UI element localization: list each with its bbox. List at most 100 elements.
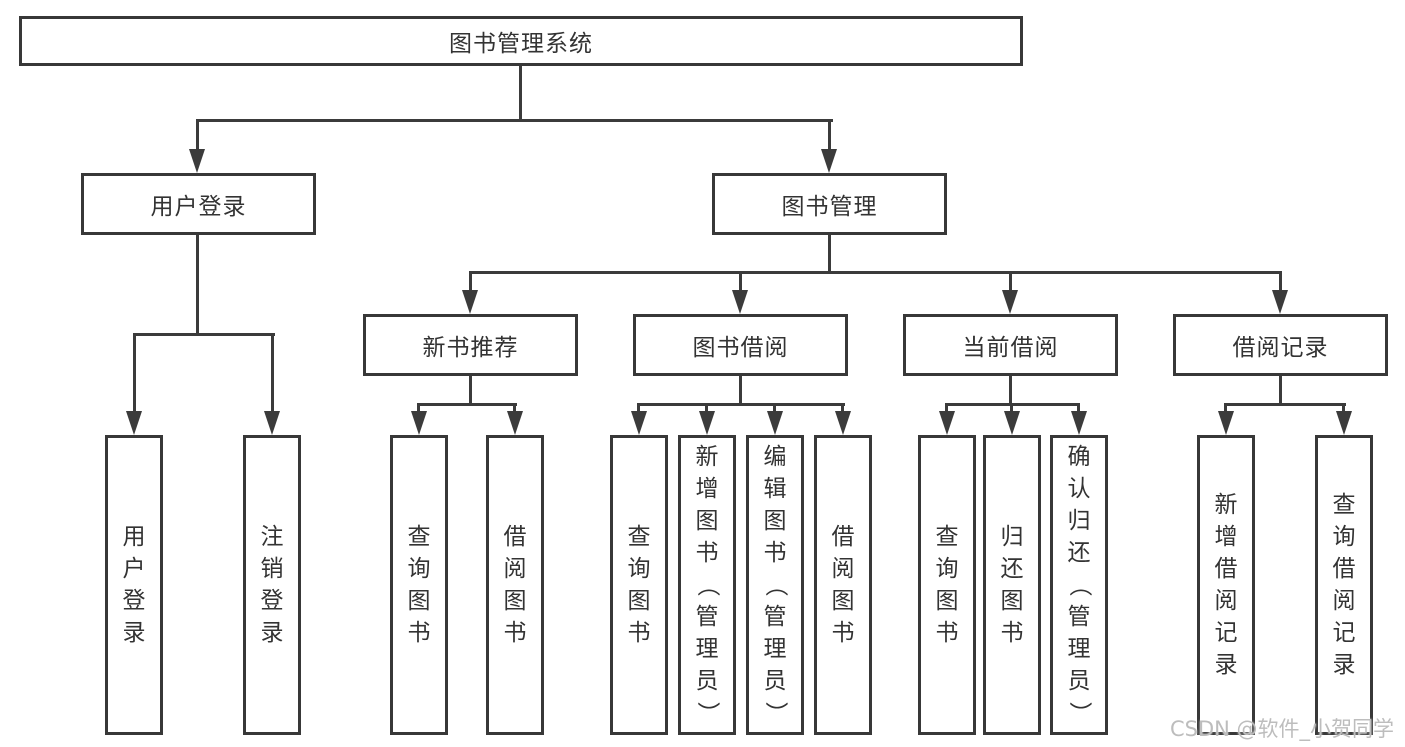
edge-drop-sec1: [469, 271, 472, 293]
leaf-label-char: 用: [122, 524, 146, 550]
leaf-label-char: 销: [260, 556, 284, 582]
node-current-borrow: 当前借阅: [903, 314, 1118, 376]
leaf-label-char: 图: [627, 588, 651, 614]
leaf-label-char: 书: [695, 540, 719, 566]
leaf-label-char: 录: [1332, 652, 1356, 678]
leaf-add-borrow-record: 新增借阅记录: [1197, 435, 1255, 735]
leaf-label-char: 书: [503, 620, 527, 646]
arrowhead-book: [821, 149, 837, 173]
leaf-label-char: （: [762, 573, 788, 597]
leaf-label-char: 编: [763, 444, 787, 470]
leaf-label-char: 借: [1214, 556, 1238, 582]
arrowhead-sec2: [732, 290, 748, 314]
leaf-add-book-admin: 新增图书（管理员）: [678, 435, 736, 735]
node-user-login-branch: 用户登录: [81, 173, 316, 235]
edge-sec3-rail: [946, 403, 1080, 406]
leaf-label-char: ）: [762, 701, 788, 725]
arrowhead-sec1-leaf1: [411, 411, 427, 435]
edge-user-stem: [196, 235, 199, 335]
leaf-label-char: 员: [1067, 668, 1091, 694]
leaf-label-char: 记: [1214, 620, 1238, 646]
node-user-login-branch-label: 用户登录: [150, 194, 247, 220]
leaf-label-char: 查: [1332, 492, 1356, 518]
arrowhead-sec3-leaf1: [939, 411, 955, 435]
leaf-label-char: 书: [627, 620, 651, 646]
edge-sec4-rail: [1225, 403, 1346, 406]
leaf-label-char: 新: [695, 444, 719, 470]
leaf-label-char: 管: [1067, 604, 1091, 630]
arrowhead-sec1-leaf2: [507, 411, 523, 435]
leaf-label-char: 登: [122, 588, 146, 614]
leaf-label-char: 书: [831, 620, 855, 646]
edge-sec4-stem: [1279, 376, 1282, 405]
node-new-book-recommend: 新书推荐: [363, 314, 578, 376]
arrowhead-sec4-leaf1: [1218, 411, 1234, 435]
arrowhead-user: [189, 149, 205, 173]
arrowhead-sec2-leaf1: [631, 411, 647, 435]
leaf-return-book: 归还图书: [983, 435, 1041, 735]
leaf-confirm-return-admin: 确认归还（管理员）: [1050, 435, 1108, 735]
leaf-label-char: 图: [831, 588, 855, 614]
leaf-label-char: 增: [695, 476, 719, 502]
node-book-borrow-label: 图书借阅: [692, 335, 789, 361]
edge-root-stem: [519, 66, 522, 119]
leaf-label-char: 管: [695, 604, 719, 630]
node-current-borrow-label: 当前借阅: [962, 335, 1059, 361]
leaf-borrow-book-2: 借阅图书: [814, 435, 872, 735]
leaf-label-char: 记: [1332, 620, 1356, 646]
leaf-label-char: 图: [763, 508, 787, 534]
arrowhead-sec3: [1002, 290, 1018, 314]
leaf-edit-book-admin: 编辑图书（管理员）: [746, 435, 804, 735]
leaf-query-book-2: 查询图书: [610, 435, 668, 735]
leaf-label-char: 归: [1067, 508, 1091, 534]
leaf-label-char: 借: [503, 524, 527, 550]
edge-drop-user-leaf1: [133, 333, 136, 413]
edge-sec2-d4: [841, 403, 844, 413]
arrowhead-user-leaf2: [264, 411, 280, 435]
leaf-label-char: 书: [935, 620, 959, 646]
leaf-label-char: 查: [627, 524, 651, 550]
leaf-label-char: 阅: [503, 556, 527, 582]
leaf-label-char: 图: [503, 588, 527, 614]
csdn-watermark: CSDN @软件_小贺同学: [1170, 717, 1395, 741]
edge-sec3-d3: [1077, 403, 1080, 413]
leaf-logout: 注销登录: [243, 435, 301, 735]
leaf-label-char: 还: [1067, 540, 1091, 566]
leaf-label-char: 理: [763, 636, 787, 662]
arrowhead-sec2-leaf3: [767, 411, 783, 435]
edge-drop-user: [196, 119, 199, 152]
edge-book-rail: [469, 271, 1282, 274]
leaf-label-char: 户: [122, 556, 146, 582]
node-book-management-label: 图书管理: [781, 194, 878, 220]
leaf-label-char: （: [1066, 573, 1092, 597]
leaf-label-char: ）: [1066, 701, 1092, 725]
node-book-management: 图书管理: [712, 173, 947, 235]
leaf-user-login: 用户登录: [105, 435, 163, 735]
edge-sec2-rail: [638, 403, 845, 406]
edge-sec2-d2: [705, 403, 708, 413]
leaf-label-char: 阅: [1332, 588, 1356, 614]
leaf-label-char: 询: [1332, 524, 1356, 550]
edge-drop-sec3: [1009, 271, 1012, 293]
node-borrow-records: 借阅记录: [1173, 314, 1388, 376]
node-book-borrow: 图书借阅: [633, 314, 848, 376]
arrowhead-sec4-leaf2: [1336, 411, 1352, 435]
leaf-label-char: 借: [831, 524, 855, 550]
leaf-label-char: 询: [407, 556, 431, 582]
edge-sec2-d1: [637, 403, 640, 413]
edge-sec2-d3: [773, 403, 776, 413]
leaf-label-char: 录: [260, 620, 284, 646]
leaf-label-char: 图: [695, 508, 719, 534]
arrowhead-user-leaf1: [126, 411, 142, 435]
leaf-label-char: 查: [935, 524, 959, 550]
leaf-query-book-1: 查询图书: [390, 435, 448, 735]
leaf-label-char: 员: [695, 668, 719, 694]
arrowhead-sec2-leaf4: [835, 411, 851, 435]
leaf-label-char: 书: [763, 540, 787, 566]
edge-drop-user-leaf2: [271, 333, 274, 413]
edge-sec4-d2: [1342, 403, 1345, 413]
leaf-label-char: 确: [1067, 444, 1091, 470]
leaf-label-char: 员: [763, 668, 787, 694]
leaf-label-char: 图: [935, 588, 959, 614]
leaf-label-char: 理: [1067, 636, 1091, 662]
